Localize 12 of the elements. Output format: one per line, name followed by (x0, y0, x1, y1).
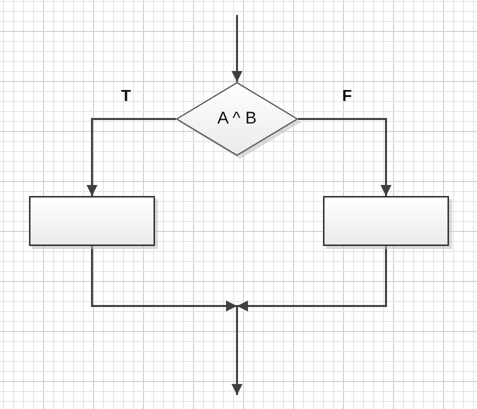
arrow (91, 246, 237, 312)
decision-diamond (176, 82, 301, 159)
arrow (232, 15, 242, 82)
edge-label: F (342, 88, 352, 106)
node-text: A ^ B (217, 108, 257, 129)
arrow (237, 246, 387, 312)
process-box (29, 196, 158, 249)
edge-label: T (121, 88, 131, 106)
arrow (86, 118, 176, 196)
arrow (298, 118, 392, 196)
arrow (232, 306, 242, 395)
process-box (323, 196, 452, 249)
